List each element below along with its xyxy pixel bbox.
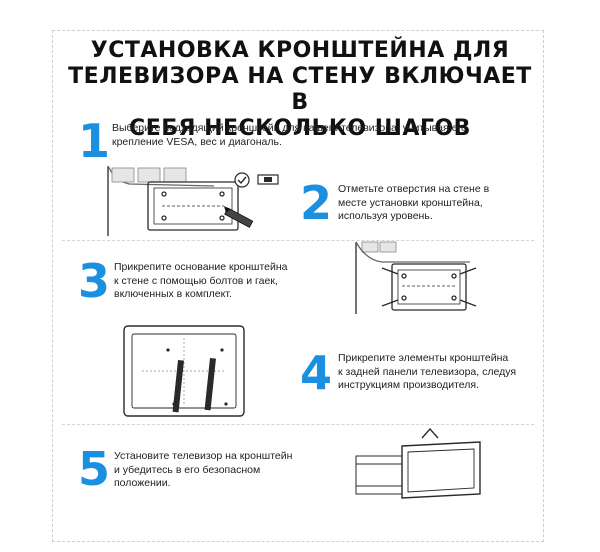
- step-4-line-2: к задней панели телевизора, следуя: [338, 365, 517, 378]
- step-5-line-3: положении.: [114, 477, 171, 489]
- step-4-illustration: [123, 325, 245, 417]
- step-3-text: Прикрепите основание кронштейна к стене …: [114, 261, 288, 302]
- step-1-line-1: Выберите подходящий кронштейн для вашего…: [112, 122, 467, 134]
- level-icon: [257, 174, 279, 185]
- step-5-line-1: Установите телевизор на кронштейн: [114, 450, 293, 462]
- step-3-line-3: включенных в комплект.: [114, 288, 232, 300]
- step-5-line-2: и убедитесь в его безопасном: [114, 463, 261, 476]
- step-5-number: 5: [78, 442, 111, 496]
- separator-1: [62, 240, 534, 241]
- step-2-line-1: Отметьте отверстия на стене в: [338, 183, 490, 195]
- title-line-3: СЕБЯ НЕСКОЛЬКО ШАГОВ: [129, 116, 471, 141]
- checkmark-icon: [234, 172, 250, 188]
- step-5-illustration: [355, 427, 481, 499]
- step-4-line-3: инструкциям производителя.: [338, 379, 480, 391]
- step-4-number: 4: [300, 346, 333, 400]
- step-2-line-3: используя уровень.: [338, 210, 433, 222]
- content-frame: [52, 30, 544, 542]
- page-title: УСТАНОВКА КРОНШТЕЙНА ДЛЯ ТЕЛЕВИЗОРА НА С…: [60, 38, 540, 142]
- step-5-text: Установите телевизор на кронштейн и убед…: [114, 450, 292, 491]
- pencil-icon: [224, 206, 254, 228]
- step-2-text: Отметьте отверстия на стене в месте уста…: [338, 183, 489, 224]
- step-3-number: 3: [78, 254, 111, 308]
- step-2-number: 2: [300, 176, 333, 230]
- step-4-line-1: Прикрепите элементы кронштейна: [338, 352, 509, 364]
- title-line-1: УСТАНОВКА КРОНШТЕЙНА ДЛЯ: [90, 38, 510, 63]
- step-1-illustration: [107, 165, 279, 236]
- step-2-line-2: месте установки кронштейна,: [338, 196, 483, 209]
- step-1-number: 1: [78, 114, 111, 168]
- step-3-illustration: [355, 241, 477, 314]
- step-1-line-2: крепление VESA, вес и диагональ.: [112, 135, 282, 148]
- step-4-text: Прикрепите элементы кронштейна к задней …: [338, 352, 516, 393]
- step-1-text: Выберите подходящий кронштейн для вашего…: [112, 122, 467, 149]
- step-3-line-1: Прикрепите основание кронштейна: [114, 261, 288, 273]
- title-line-2: ТЕЛЕВИЗОРА НА СТЕНУ ВКЛЮЧАЕТ В: [68, 64, 532, 115]
- separator-2: [62, 424, 534, 425]
- step-3-line-2: к стене с помощью болтов и гаек,: [114, 274, 278, 287]
